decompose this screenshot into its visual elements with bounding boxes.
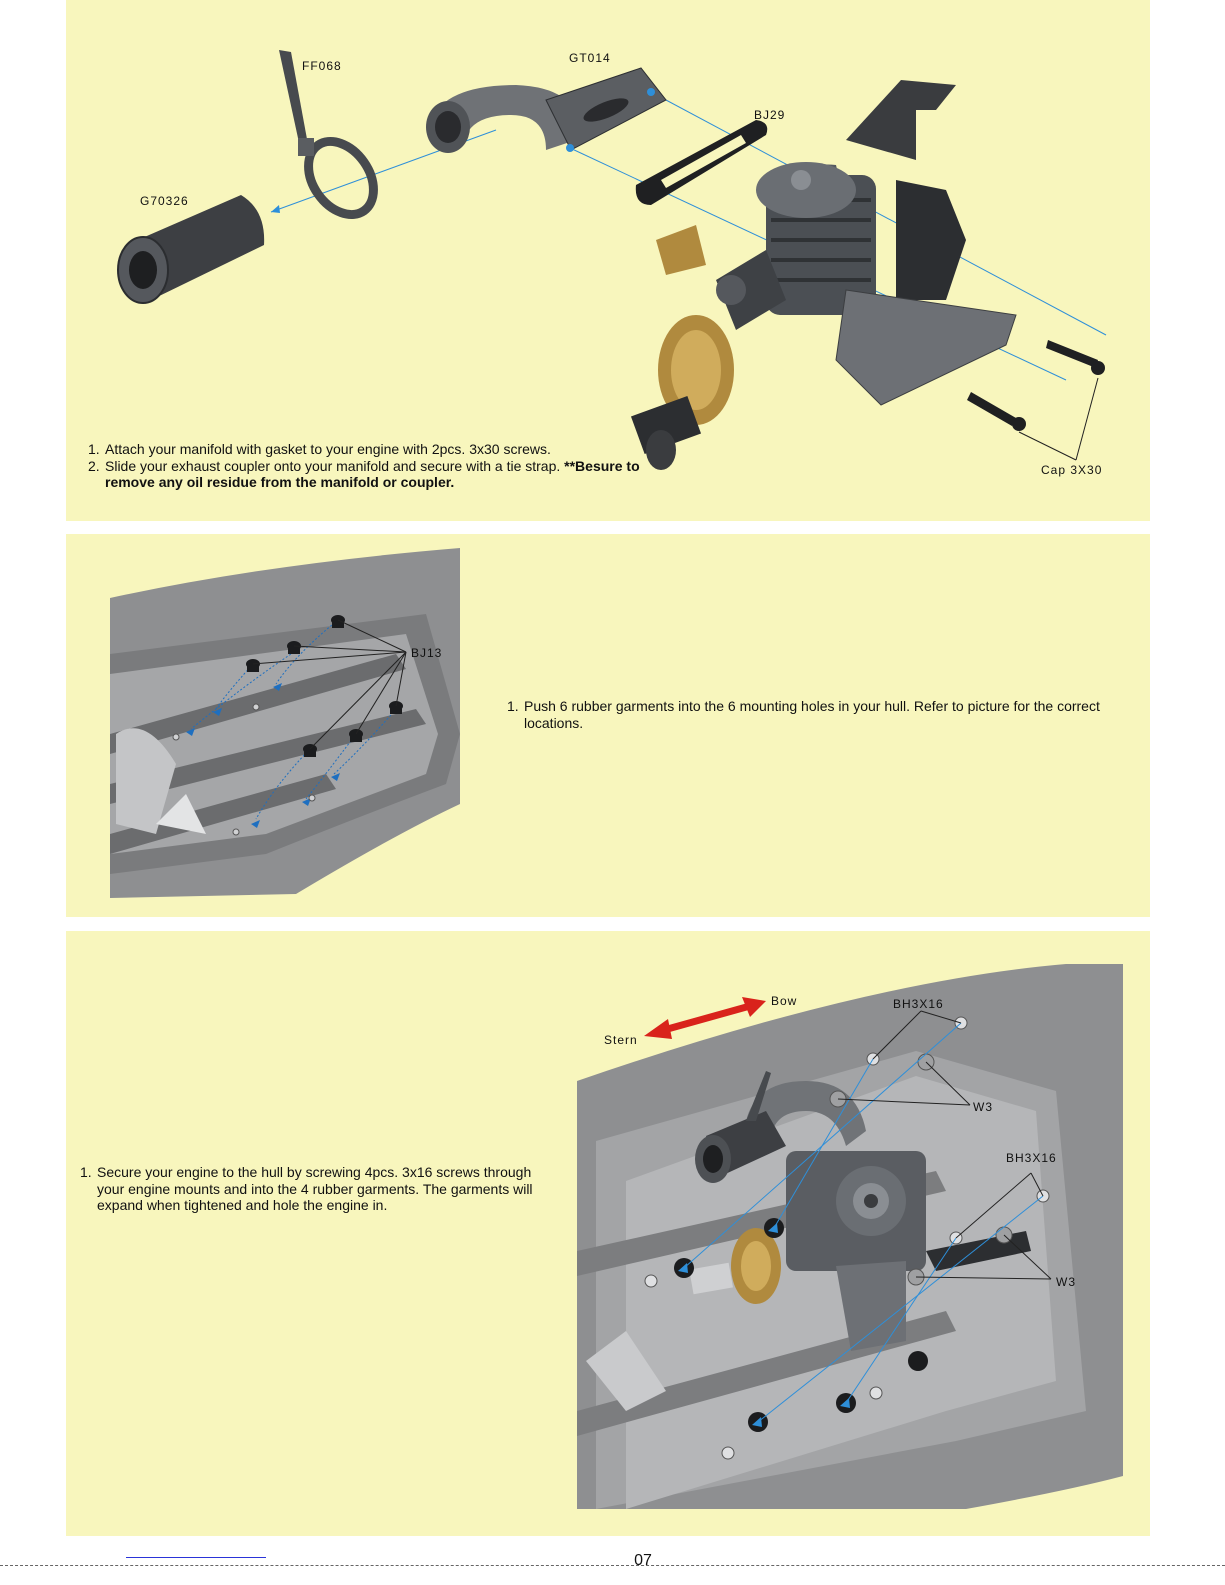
label-bj29: BJ29 [754,108,785,122]
label-w3-top: W3 [973,1100,993,1114]
rubber-garments [246,615,403,757]
coupler-on-manifold [695,1071,786,1183]
footer-link-underline[interactable] [126,1557,266,1558]
label-bow: Bow [771,994,797,1008]
exhaust-assembly-illustration: FF068 GT014 BJ29 G70326 Cap 3X30 [117,50,1107,477]
engine-mount-illustration: Bow Stern BH3X16 W3 BH3X16 W3 [577,964,1123,1509]
label-gt014: GT014 [569,51,611,65]
label-ff068: FF068 [302,59,342,73]
hull-garments-illustration: BJ13 [110,548,460,898]
instruction-step: 1. Secure your engine to the hull by scr… [80,1164,533,1213]
instruction-step: 2. Slide your exhaust coupler onto your … [88,457,640,491]
tie-strap-part [279,50,378,219]
label-stern: Stern [604,1033,638,1047]
bow-stern-direction-arrow [644,997,766,1039]
exhaust-assembly-panel: FF068 GT014 BJ29 G70326 Cap 3X30 1. Atta… [66,0,1150,521]
label-bj13: BJ13 [411,646,442,660]
engine-on-hull [689,1081,1031,1351]
label-cap-3x30: Cap 3X30 [1041,463,1102,477]
cap-screws-part [967,340,1105,431]
rubber-garments-panel: BJ13 1. Push 6 rubber garments into the … [66,534,1150,917]
instruction-step: 1. Push 6 rubber garments into the 6 mou… [507,698,1100,731]
label-bh3x16-top: BH3X16 [893,997,944,1011]
exhaust-manifold-part [426,67,667,153]
oil-residue-warning: **Besure to remove any oil residue from … [105,457,640,491]
footer-divider [0,1565,1225,1566]
exhaust-instructions: 1. Attach your manifold with gasket to y… [88,441,648,491]
instruction-step: 1. Attach your manifold with gasket to y… [88,441,551,457]
label-bh3x16-right: BH3X16 [1006,1151,1057,1165]
label-g70326: G70326 [140,194,189,208]
gasket-part [635,120,768,205]
garments-instructions: 1. Push 6 rubber garments into the 6 mou… [507,698,1107,731]
engine-mount-instructions: 1. Secure your engine to the hull by scr… [80,1164,560,1214]
engine-mounting-panel: Bow Stern BH3X16 W3 BH3X16 W3 1. Secure … [66,931,1150,1536]
page-number: 07 [634,1552,652,1569]
engine-part [630,80,1017,470]
exhaust-coupler-part [117,195,265,304]
label-w3-right: W3 [1056,1275,1076,1289]
